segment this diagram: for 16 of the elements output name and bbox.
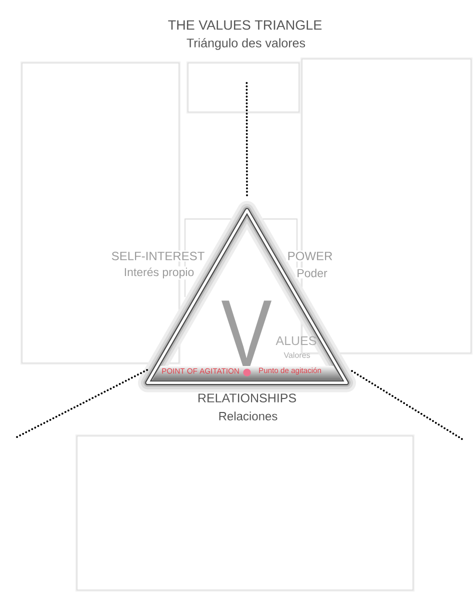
triangle-heading: ALUES <box>276 336 316 346</box>
answer-box <box>75 434 415 592</box>
side-label: Relaciones <box>217 410 279 422</box>
large-letter: V <box>221 300 272 366</box>
dotted-line <box>351 370 463 440</box>
side-label: Interés propio <box>122 266 196 280</box>
side-label: POWER <box>286 250 334 262</box>
title: THE VALUES TRIANGLE <box>168 20 322 30</box>
answer-box <box>186 61 301 114</box>
subtitle: Triángulo des valores <box>186 38 306 50</box>
side-label: SELF-INTEREST <box>110 250 206 262</box>
dotted-line <box>246 82 248 197</box>
dotted-line <box>14 369 148 439</box>
side-label: Poder <box>295 268 329 278</box>
triangle-subheading: Valores <box>284 352 310 358</box>
side-label: RELATIONSHIPS <box>196 392 298 404</box>
